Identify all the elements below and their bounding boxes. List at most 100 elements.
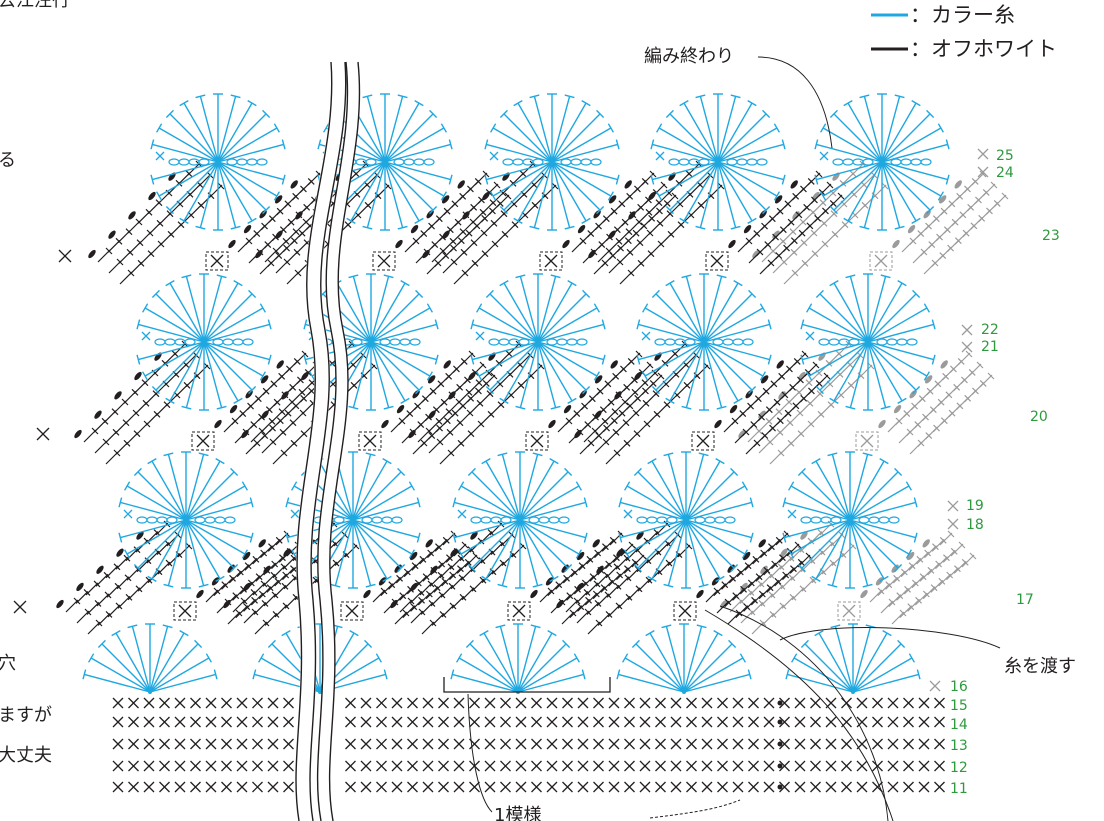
treble-stitch: [218, 162, 236, 228]
slip-stitch-dot: [113, 390, 123, 401]
single-crochet-mark: [811, 739, 821, 749]
single-crochet-mark: [439, 717, 449, 727]
single-crochet-mark: [423, 698, 433, 708]
treble-stitch-top: [477, 304, 482, 313]
single-crochet-mark: [284, 717, 294, 727]
treble-stitch-top: [480, 631, 489, 636]
treble-stitch: [200, 162, 218, 228]
treble-stitch-top: [742, 482, 747, 491]
single-crochet-mark: [642, 332, 650, 340]
single-crochet-mark: [656, 698, 666, 708]
single-crochet-mark: [733, 717, 743, 727]
treble-stitch: [700, 96, 718, 162]
treble-stitch: [552, 162, 570, 228]
treble-stitch-top: [924, 304, 929, 313]
single-crochet-mark: [948, 519, 958, 529]
motif-center: [351, 518, 355, 522]
single-crochet-mark: [679, 605, 691, 617]
treble-stitch-top: [548, 631, 557, 636]
double-crochet-mark: [228, 610, 242, 624]
chain-stitch: [743, 339, 753, 345]
chain-stitch: [257, 159, 267, 165]
treble-stitch-top: [491, 124, 496, 133]
treble-stitch: [853, 626, 871, 692]
treble-stitch-top: [760, 304, 765, 313]
chain-stitch: [819, 339, 829, 345]
single-crochet-mark: [563, 739, 573, 749]
base-single-crochet-rows: [113, 698, 945, 792]
single-crochet-mark: [702, 739, 712, 749]
single-crochet-mark: [640, 739, 650, 749]
double-crochet-mark: [265, 611, 279, 625]
single-crochet-mark: [749, 717, 759, 727]
slip-stitch-dot: [939, 359, 949, 370]
single-crochet-mark: [191, 717, 201, 727]
double-crochet-mark: [87, 600, 101, 614]
single-crochet-mark: [392, 761, 402, 771]
double-crochet-mark: [158, 560, 172, 574]
treble-stitch-top: [350, 631, 359, 636]
treble-stitch-top: [643, 372, 648, 381]
double-crochet-mark: [928, 561, 942, 575]
single-crochet-mark: [470, 698, 480, 708]
treble-stitch-top: [883, 631, 892, 636]
single-crochet-mark: [124, 510, 132, 518]
flower-motif: [83, 624, 217, 694]
chain-stitch: [877, 339, 887, 345]
single-crochet-mark: [888, 698, 898, 708]
single-crochet-mark: [408, 717, 418, 727]
double-crochet-mark: [107, 583, 121, 597]
treble-stitch-top: [415, 218, 424, 223]
row-number-20: 20: [1030, 409, 1048, 425]
motif-center: [383, 160, 387, 164]
double-crochet-mark: [897, 586, 911, 600]
chain-stitch: [647, 517, 657, 523]
chain-stitch: [911, 159, 921, 165]
single-crochet-mark: [377, 717, 387, 727]
double-crochet-mark: [931, 578, 945, 592]
chain-stitch: [561, 159, 571, 165]
double-crochet-mark: [77, 609, 91, 623]
double-crochet-mark: [980, 373, 994, 387]
single-crochet-mark: [842, 761, 852, 771]
single-crochet-mark: [284, 739, 294, 749]
treble-stitch-top: [625, 482, 630, 491]
flower-motif: [815, 94, 949, 230]
double-crochet-mark: [753, 550, 767, 564]
double-crochet-mark: [274, 583, 288, 597]
motif-center: [518, 518, 522, 522]
slip-stitch-dot: [713, 419, 723, 430]
chain-stitch: [394, 159, 404, 165]
single-crochet-mark: [749, 698, 759, 708]
legend-dark-label: ：オフホワイト: [910, 37, 1057, 61]
double-crochet-mark: [492, 560, 506, 574]
single-crochet-mark: [144, 782, 154, 792]
row-number-23: 23: [1042, 228, 1060, 244]
chain-stitch: [849, 339, 859, 345]
single-crochet-mark: [764, 698, 774, 708]
single-crochet-mark: [948, 501, 958, 511]
slip-stitch-dot: [289, 179, 299, 190]
chain-stitch: [567, 339, 577, 345]
single-crochet-mark: [795, 782, 805, 792]
double-crochet-mark: [117, 575, 131, 589]
double-crochet-mark: [792, 586, 806, 600]
double-crochet-mark: [96, 572, 110, 586]
single-crochet-mark: [513, 605, 525, 617]
treble-stitch-top: [89, 654, 94, 663]
treble-stitch-top: [844, 101, 853, 106]
treble-stitch-top: [594, 304, 599, 313]
treble-stitch: [882, 162, 900, 228]
single-crochet-mark: [733, 782, 743, 792]
single-crochet-mark: [656, 782, 666, 792]
single-crochet-mark: [594, 717, 604, 727]
treble-stitch: [520, 454, 538, 520]
single-crochet-mark: [930, 681, 940, 691]
chain-stitch: [733, 339, 743, 345]
one-pattern-dashed: [650, 800, 740, 818]
single-crochet-mark: [14, 601, 26, 613]
double-crochet-mark: [562, 610, 576, 624]
treble-stitch: [686, 454, 704, 520]
treble-stitch-top: [748, 218, 757, 223]
treble-stitch-top: [623, 654, 628, 663]
